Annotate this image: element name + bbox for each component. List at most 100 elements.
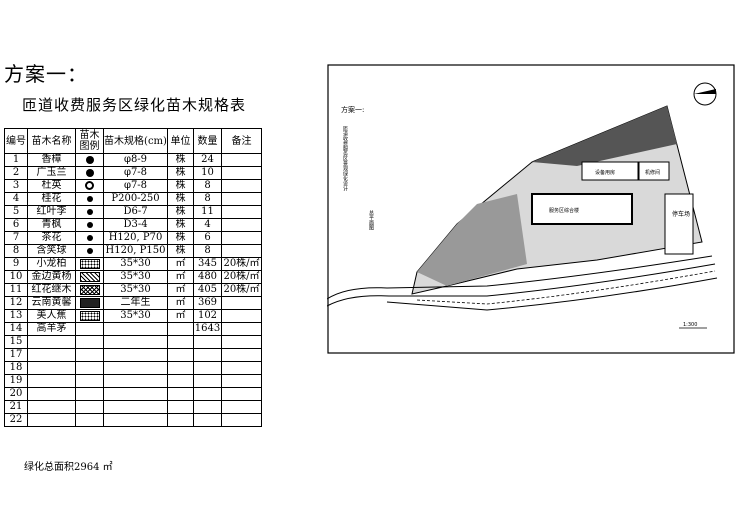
cell-spec: P200-250: [103, 192, 168, 206]
rect-solid-icon: [79, 297, 100, 308]
dot-small-icon: [86, 208, 93, 215]
cell-no: 10: [4, 270, 28, 284]
service-building: [581, 161, 639, 181]
cell-spec: φ7-8: [103, 166, 168, 180]
cell-no: 20: [4, 387, 28, 401]
west-planting-area: [417, 194, 527, 286]
cell-unit: ㎡: [167, 270, 194, 284]
cell-no: 9: [4, 257, 28, 271]
garage-label: 机修间: [645, 169, 660, 176]
cell-unit: 株: [167, 192, 194, 206]
cell-no: 18: [4, 361, 28, 375]
road-centerline: [416, 270, 716, 305]
cell-symbol: [75, 348, 104, 362]
cell-name: [27, 413, 76, 427]
total-area: 绿化总面积2964 ㎡: [24, 462, 113, 473]
cell-note: [221, 244, 262, 258]
cell-qty: [193, 335, 222, 349]
cell-no: 7: [4, 231, 28, 245]
cell-name: [27, 348, 76, 362]
cell-spec: 35*30: [103, 283, 168, 297]
cell-spec: φ7-8: [103, 179, 168, 193]
cell-symbol: [75, 374, 104, 388]
cell-qty: [193, 348, 222, 362]
cell-no: 22: [4, 413, 28, 427]
cell-spec: 35*30: [103, 270, 168, 284]
cell-qty: 405: [193, 283, 222, 297]
cell-name: 香樟: [27, 153, 76, 167]
cell-unit: ㎡: [167, 283, 194, 297]
cell-name: [27, 387, 76, 401]
table-row: 18: [4, 361, 262, 375]
cell-note: [221, 231, 262, 245]
cell-spec: H120, P70: [103, 231, 168, 245]
cell-name: 高羊茅: [27, 322, 76, 336]
dot-small-icon: [86, 234, 93, 241]
cell-name: [27, 374, 76, 388]
cell-symbol: [75, 205, 104, 219]
cell-note: 20株/㎡: [221, 283, 262, 297]
cell-note: [221, 218, 262, 232]
cell-no: 19: [4, 374, 28, 388]
dot-small-icon: [86, 247, 93, 254]
north-arrow-icon: [693, 82, 717, 106]
cell-unit: ㎡: [167, 309, 194, 323]
road-edge-outer: [386, 277, 718, 311]
cell-qty: 8: [193, 192, 222, 206]
table-row: 19: [4, 374, 262, 388]
road-edge-upper: [327, 255, 713, 300]
cell-symbol: [75, 413, 104, 427]
cell-no: 13: [4, 309, 28, 323]
ring-tree-icon: [85, 181, 94, 190]
cell-qty: 1643: [193, 322, 222, 336]
cell-note: [221, 335, 262, 349]
parking-label: 停车场: [672, 210, 690, 218]
cell-symbol: [75, 400, 104, 414]
plan-frame: [327, 64, 735, 354]
cell-symbol: [75, 387, 104, 401]
header-name: 苗木名称: [27, 128, 76, 154]
cell-unit: ㎡: [167, 296, 194, 310]
cell-name: 青枫: [27, 218, 76, 232]
cell-qty: 24: [193, 153, 222, 167]
cell-qty: 4: [193, 218, 222, 232]
cell-spec: [103, 335, 168, 349]
cell-qty: 102: [193, 309, 222, 323]
cell-spec: φ8-9: [103, 153, 168, 167]
rect-dots-icon: [79, 310, 100, 321]
cell-symbol: [75, 179, 104, 193]
cell-symbol: [75, 166, 104, 180]
cell-qty: 11: [193, 205, 222, 219]
cell-unit: [167, 374, 194, 388]
cell-note: [221, 205, 262, 219]
cell-name: 红叶李: [27, 205, 76, 219]
cell-no: 21: [4, 400, 28, 414]
cell-qty: 10: [193, 166, 222, 180]
cell-symbol: [75, 309, 104, 323]
cell-spec: [103, 413, 168, 427]
rect-hatch-icon: [79, 271, 100, 282]
table-row: 17: [4, 348, 262, 362]
cell-unit: [167, 413, 194, 427]
cell-unit: [167, 400, 194, 414]
cell-symbol: [75, 296, 104, 310]
scale-label: 1:300: [683, 322, 697, 328]
cell-name: 广玉兰: [27, 166, 76, 180]
cell-symbol: [75, 244, 104, 258]
cell-note: [221, 413, 262, 427]
table-row: 22: [4, 413, 262, 427]
header-no: 编号: [4, 128, 28, 154]
cell-note: [221, 309, 262, 323]
cell-name: 云南黄馨: [27, 296, 76, 310]
cell-no: 15: [4, 335, 28, 349]
cell-note: [221, 361, 262, 375]
rect-cross-icon: [79, 284, 100, 295]
header-unit: 单位: [167, 128, 194, 154]
